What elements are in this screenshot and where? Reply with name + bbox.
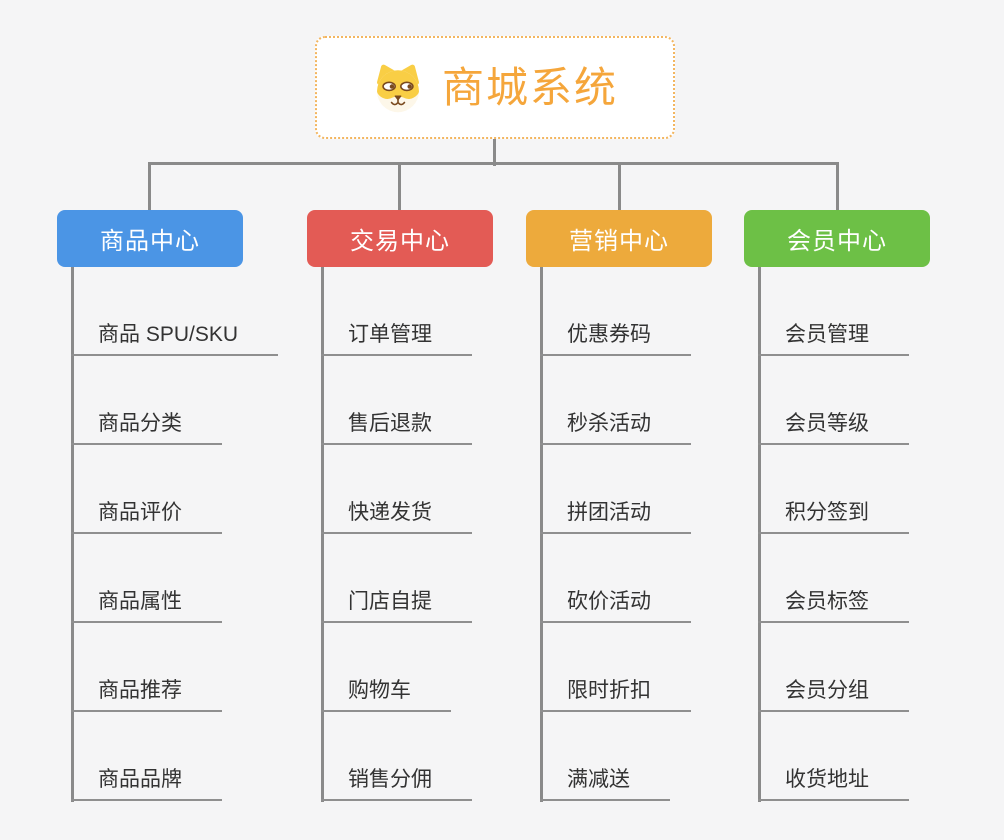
leaf-label: 订单管理 (348, 323, 432, 346)
leaf-node[interactable]: 会员管理 (758, 321, 909, 356)
connector-trunk (758, 267, 761, 802)
leaf-label: 门店自提 (348, 590, 432, 613)
connector-trunk (71, 267, 74, 802)
leaf-label: 购物车 (348, 679, 411, 702)
leaf-node[interactable]: 门店自提 (321, 588, 472, 623)
leaf-node[interactable]: 快递发货 (321, 499, 472, 534)
leaf-label: 收货地址 (785, 768, 869, 791)
connector-trunk (321, 267, 324, 802)
leaf-node[interactable]: 限时折扣 (540, 677, 691, 712)
leaf-node[interactable]: 积分签到 (758, 499, 909, 534)
leaf-node[interactable]: 销售分佣 (321, 766, 472, 801)
connector-drop-branch-1 (148, 162, 151, 210)
leaf-label: 拼团活动 (567, 501, 651, 524)
leaf-node[interactable]: 商品分类 (71, 410, 222, 445)
leaf-label: 售后退款 (348, 412, 432, 435)
connector-drop-branch-4 (836, 162, 839, 210)
root-title: 商城系统 (441, 63, 618, 111)
leaf-node[interactable]: 拼团活动 (540, 499, 691, 534)
branch-column-1: 商品中心 商品 SPU/SKU 商品分类商品评价商品属性商品推荐商品品牌 (57, 210, 279, 820)
branch-label: 交易中心 (350, 228, 450, 255)
leaf-node[interactable]: 满减送 (540, 766, 670, 801)
leaf-node[interactable]: 商品品牌 (71, 766, 222, 801)
connector-trunk (540, 267, 543, 802)
leaf-node[interactable]: 收货地址 (758, 766, 909, 801)
root-node[interactable]: 商城系统 (315, 36, 675, 139)
connector-drop-branch-3 (618, 162, 621, 210)
shiba-dog-icon (377, 64, 419, 112)
connector-horizontal (148, 162, 839, 165)
leaf-label: 商品推荐 (98, 679, 182, 702)
leaf-label: 会员等级 (785, 412, 869, 435)
branch-column-4: 会员中心 会员管理会员等级积分签到会员标签会员分组收货地址 (744, 210, 930, 820)
leaf-label: 会员分组 (785, 679, 869, 702)
leaf-label: 优惠券码 (567, 323, 651, 346)
connector-drop-branch-2 (398, 162, 401, 210)
leaf-label: 商品品牌 (98, 768, 182, 791)
leaf-node[interactable]: 商品推荐 (71, 677, 222, 712)
leaf-label: 商品评价 (98, 501, 182, 524)
leaf-node[interactable]: 购物车 (321, 677, 451, 712)
leaf-label: 快递发货 (348, 501, 432, 524)
branch-header[interactable]: 交易中心 (307, 210, 493, 267)
leaf-label: 满减送 (567, 768, 630, 791)
leaf-label: 限时折扣 (567, 679, 651, 702)
leaf-label: 销售分佣 (348, 768, 432, 791)
leaf-node[interactable]: 商品属性 (71, 588, 222, 623)
branch-header[interactable]: 商品中心 (57, 210, 243, 267)
leaf-node[interactable]: 会员标签 (758, 588, 909, 623)
leaf-label: 商品分类 (98, 412, 182, 435)
connector-root-drop (493, 139, 496, 166)
branch-column-3: 营销中心 优惠券码秒杀活动拼团活动砍价活动限时折扣满减送 (526, 210, 712, 820)
leaf-label: 砍价活动 (567, 590, 651, 613)
leaf-node[interactable]: 会员分组 (758, 677, 909, 712)
leaf-label: 商品 SPU/SKU (98, 323, 239, 346)
branch-header[interactable]: 营销中心 (526, 210, 712, 267)
branch-column-2: 交易中心 订单管理售后退款快递发货门店自提购物车销售分佣 (307, 210, 493, 820)
branch-label: 会员中心 (787, 228, 887, 255)
leaf-node[interactable]: 订单管理 (321, 321, 472, 356)
leaf-node[interactable]: 商品 SPU/SKU (71, 321, 279, 356)
branch-header[interactable]: 会员中心 (744, 210, 930, 267)
leaf-label: 会员标签 (785, 590, 869, 613)
leaf-label: 商品属性 (98, 590, 182, 613)
branch-label: 营销中心 (569, 228, 669, 255)
leaf-node[interactable]: 秒杀活动 (540, 410, 691, 445)
branch-label: 商品中心 (100, 228, 200, 255)
leaf-node[interactable]: 商品评价 (71, 499, 222, 534)
leaf-label: 积分签到 (785, 501, 869, 524)
leaf-label: 秒杀活动 (567, 412, 651, 435)
leaf-node[interactable]: 售后退款 (321, 410, 472, 445)
leaf-node[interactable]: 优惠券码 (540, 321, 691, 356)
leaf-label: 会员管理 (785, 323, 869, 346)
leaf-node[interactable]: 会员等级 (758, 410, 909, 445)
leaf-node[interactable]: 砍价活动 (540, 588, 691, 623)
